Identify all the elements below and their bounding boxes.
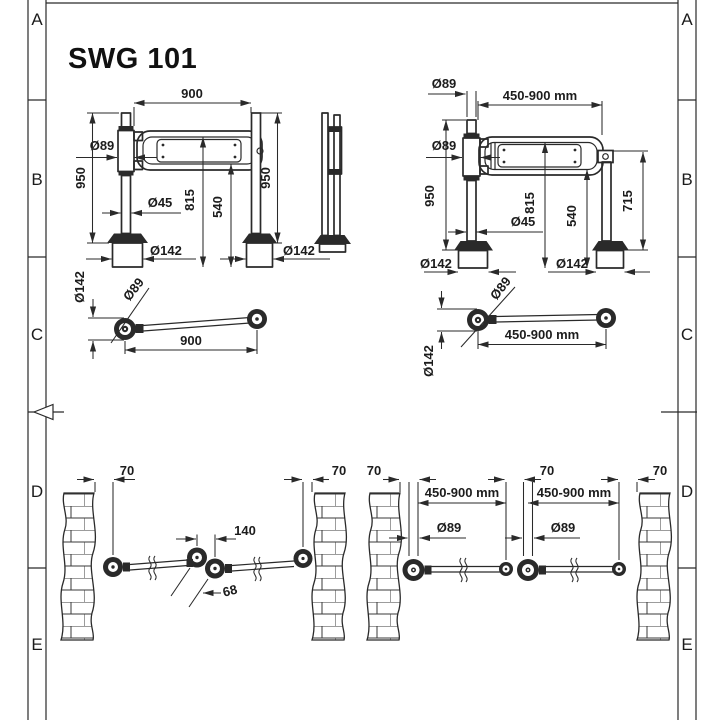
dim-base-right-label: Ø142 — [556, 256, 588, 271]
row-label-e-right: E — [681, 635, 692, 654]
dim-range2-label: 450-900 mm — [537, 485, 611, 500]
dim-end-post-height-label: 715 — [620, 190, 635, 212]
dim-width-label: 900 — [180, 333, 202, 348]
dim-hub-dia-label: Ø89 — [487, 274, 514, 303]
front-view-fixed-gate: 900 Ø89 950 950 Ø45 815 540 Ø142 Ø — [73, 86, 330, 268]
page-title: SWG 101 — [68, 43, 197, 75]
dim-arm-bottom-height-label: 540 — [564, 205, 579, 227]
front-view-telescopic-gate: Ø89 450-900 mm 950 Ø89 Ø45 815 540 — [420, 76, 650, 276]
dim-base-dia-label: Ø142 — [421, 345, 436, 377]
dim-height-left-label: 950 — [73, 167, 88, 189]
row-label-a-right: A — [681, 10, 693, 29]
dim-hub-dia-label: Ø89 — [120, 275, 147, 304]
dim-hub2-label: Ø89 — [551, 520, 576, 535]
brick-wall-right — [636, 492, 673, 641]
brick-wall-left — [60, 492, 97, 641]
dim-post-dia-label: Ø45 — [511, 214, 536, 229]
dim-arm-top-height-label: 815 — [522, 192, 537, 214]
centerline-marker-left — [28, 403, 64, 421]
dim-offset-right-label: 70 — [653, 463, 667, 478]
row-label-a-left: A — [31, 10, 43, 29]
sheet-border: A B C D E A B C D E — [27, 0, 697, 720]
dim-arm-top-height-label: 815 — [182, 189, 197, 211]
dim-hub1-label: Ø89 — [437, 520, 462, 535]
dim-offset-left-label: 70 — [120, 463, 134, 478]
top-view-telescopic-gate: Ø89 450-900 mm Ø142 — [421, 274, 616, 377]
row-label-e-left: E — [31, 635, 42, 654]
row-label-d-left: D — [31, 482, 43, 501]
dim-hub-dia-label: Ø89 — [432, 138, 457, 153]
dim-hub-dia-top-label: Ø89 — [432, 76, 457, 91]
dim-base-left-label: Ø142 — [420, 256, 452, 271]
dimensions: 900 Ø89 950 950 Ø45 815 540 Ø142 Ø — [73, 86, 330, 267]
plan-view-double-gate: 70 70 140 — [60, 463, 348, 641]
dim-height-label: 950 — [422, 185, 437, 207]
dim-offset-right-label: 70 — [332, 463, 346, 478]
dim-base-dia-label: Ø142 — [72, 271, 87, 303]
dimensions: Ø89 450-900 mm 950 Ø89 Ø45 815 540 — [420, 76, 650, 276]
dim-axis-gap-label: 68 — [221, 582, 239, 600]
dim-width-label: 900 — [181, 86, 203, 101]
row-label-c-left: C — [31, 325, 43, 344]
row-label-c-right: C — [681, 325, 693, 344]
plan-view-series-gates: 70 450-900 mm Ø89 70 — [366, 463, 673, 641]
dim-gap-label: 140 — [234, 523, 256, 538]
dim-offset-left-label: 70 — [367, 463, 381, 478]
brick-wall-left — [366, 492, 403, 641]
dim-base-left-label: Ø142 — [150, 243, 182, 258]
top-view-fixed-gate: Ø89 Ø142 900 — [72, 271, 267, 359]
row-label-b-left: B — [31, 170, 42, 189]
dim-height-right-label: 950 — [258, 167, 273, 189]
dim-range1-label: 450-900 mm — [425, 485, 499, 500]
dim-range-label: 450-900 mm — [503, 88, 577, 103]
dim-range-label: 450-900 mm — [505, 327, 579, 342]
dim-post-dia-label: Ø45 — [148, 195, 173, 210]
row-label-d-right: D — [681, 482, 693, 501]
brick-wall-right — [311, 492, 348, 641]
dim-hub-dia-label: Ø89 — [90, 138, 115, 153]
side-view — [314, 112, 351, 253]
dim-base-right-label: Ø142 — [283, 243, 315, 258]
gate-geometry — [107, 112, 277, 268]
gate-geometry — [454, 119, 629, 269]
dim-arm-bottom-height-label: 540 — [210, 196, 225, 218]
dim-offset-mid-label: 70 — [540, 463, 554, 478]
row-label-b-right: B — [681, 170, 692, 189]
